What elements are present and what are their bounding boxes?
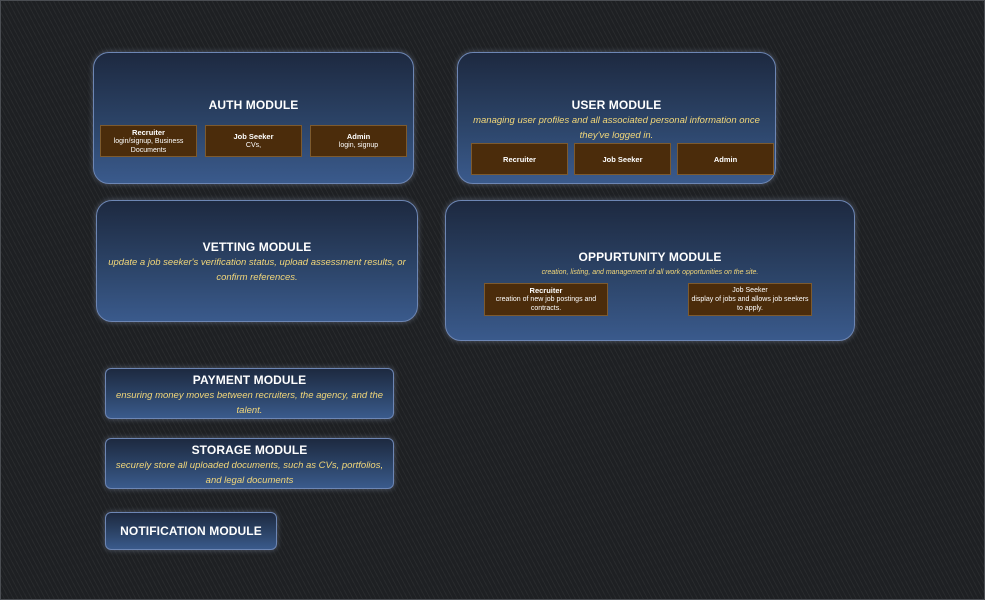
payment-module-title: PAYMENT MODULE: [192, 373, 307, 387]
auth-recruiter-desc: login/signup, Business Documents: [113, 137, 184, 154]
payment-module-desc: ensuring money moves between recruiters,…: [115, 390, 384, 416]
auth-recruiter-title: Recruiter: [132, 127, 165, 137]
opportunity-job-seeker-title: Job Seeker: [732, 287, 768, 294]
opportunity-module-desc: creation, listing, and management of all…: [541, 269, 759, 276]
notification-module: NOTIFICATION MODULE: [105, 512, 277, 550]
vetting-module-title: VETTING MODULE: [202, 240, 312, 254]
user-recruiter-box: Recruiter: [471, 143, 568, 175]
auth-job-seeker-title: Job Seeker: [233, 132, 274, 141]
user-module: USER MODULE managing user profiles and a…: [457, 52, 776, 184]
payment-module: PAYMENT MODULE ensuring money moves betw…: [105, 368, 394, 419]
auth-job-seeker-box: Job Seeker CVs,: [205, 125, 302, 157]
storage-module-title: STORAGE MODULE: [191, 443, 308, 457]
auth-admin-title: Admin: [346, 132, 371, 141]
user-admin-box: Admin: [677, 143, 774, 175]
user-admin-title: Admin: [713, 154, 738, 164]
auth-recruiter-box: Recruiter login/signup, Business Documen…: [100, 125, 197, 157]
opportunity-recruiter-title: Recruiter: [529, 286, 563, 295]
opportunity-recruiter-box: Recruiter creation of new job postings a…: [484, 283, 608, 316]
user-recruiter-title: Recruiter: [503, 154, 536, 164]
auth-module: AUTH MODULE Recruiter login/signup, Busi…: [93, 52, 414, 184]
auth-job-seeker-desc: CVs,: [245, 142, 262, 149]
opportunity-module-title: OPPURTUNITY MODULE: [578, 250, 722, 264]
opportunity-job-seeker-box: Job Seeker display of jobs and allows jo…: [688, 283, 812, 316]
user-module-title: USER MODULE: [571, 98, 662, 112]
user-module-desc: managing user profiles and all associate…: [473, 115, 760, 141]
user-job-seeker-title: Job Seeker: [602, 154, 643, 164]
opportunity-job-seeker-desc: display of jobs and allows job seekers t…: [691, 296, 809, 312]
storage-module: STORAGE MODULE securely store all upload…: [105, 438, 394, 489]
vetting-module-desc: update a job seeker's verification statu…: [108, 257, 406, 283]
vetting-module: VETTING MODULE update a job seeker's ver…: [96, 200, 418, 322]
notification-module-title: NOTIFICATION MODULE: [120, 524, 262, 538]
user-job-seeker-box: Job Seeker: [574, 143, 671, 175]
storage-module-desc: securely store all uploaded documents, s…: [115, 460, 384, 486]
opportunity-module: OPPURTUNITY MODULE creation, listing, an…: [445, 200, 855, 341]
auth-admin-desc: login, signup: [338, 142, 379, 149]
auth-admin-box: Admin login, signup: [310, 125, 407, 157]
opportunity-recruiter-desc: creation of new job postings and contrac…: [495, 296, 597, 312]
auth-module-title: AUTH MODULE: [208, 98, 299, 112]
